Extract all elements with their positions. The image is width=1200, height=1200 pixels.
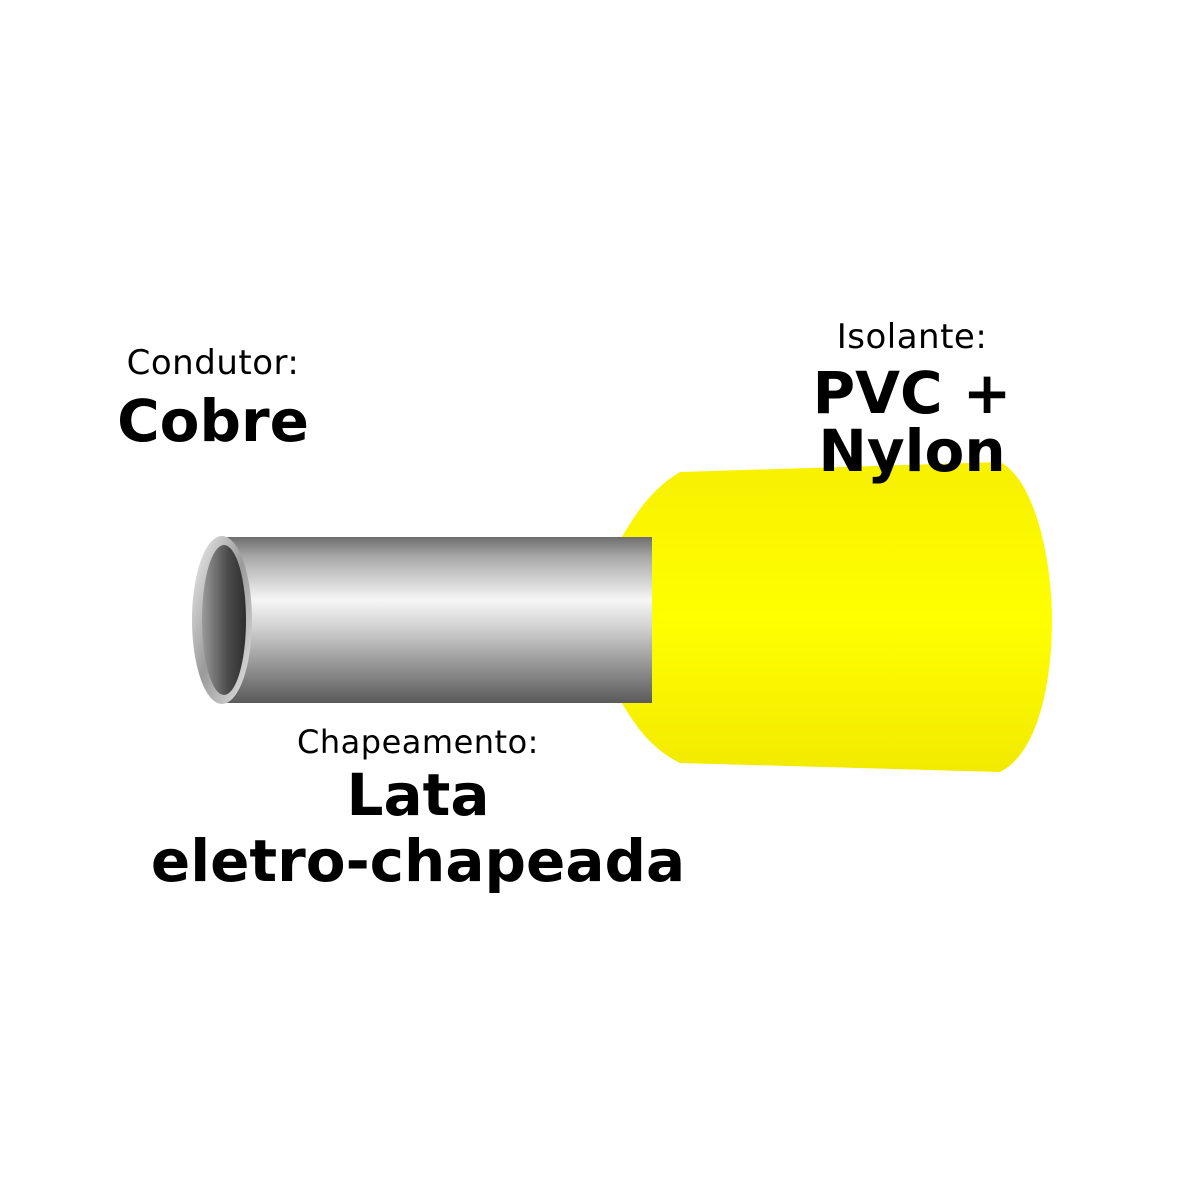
chapeamento-caption: Chapeamento: <box>297 723 539 761</box>
chapeamento-value-line1: Lata <box>346 761 490 829</box>
isolante-value: PVC + Nylon <box>812 359 1012 485</box>
insulation-collar <box>620 462 1052 772</box>
condutor-value: Cobre <box>117 387 309 455</box>
chapeamento-label: Chapeamento: Lata eletro-chapeada <box>140 726 696 890</box>
condutor-label: Condutor: Cobre <box>100 346 326 450</box>
tube-opening <box>202 545 246 695</box>
chapeamento-value-line2: eletro-chapeada <box>150 827 686 895</box>
isolante-label: Isolante: PVC + Nylon <box>712 320 1112 480</box>
isolante-caption: Isolante: <box>836 317 988 357</box>
condutor-caption: Condutor: <box>126 343 300 383</box>
metal-tube <box>222 537 652 703</box>
